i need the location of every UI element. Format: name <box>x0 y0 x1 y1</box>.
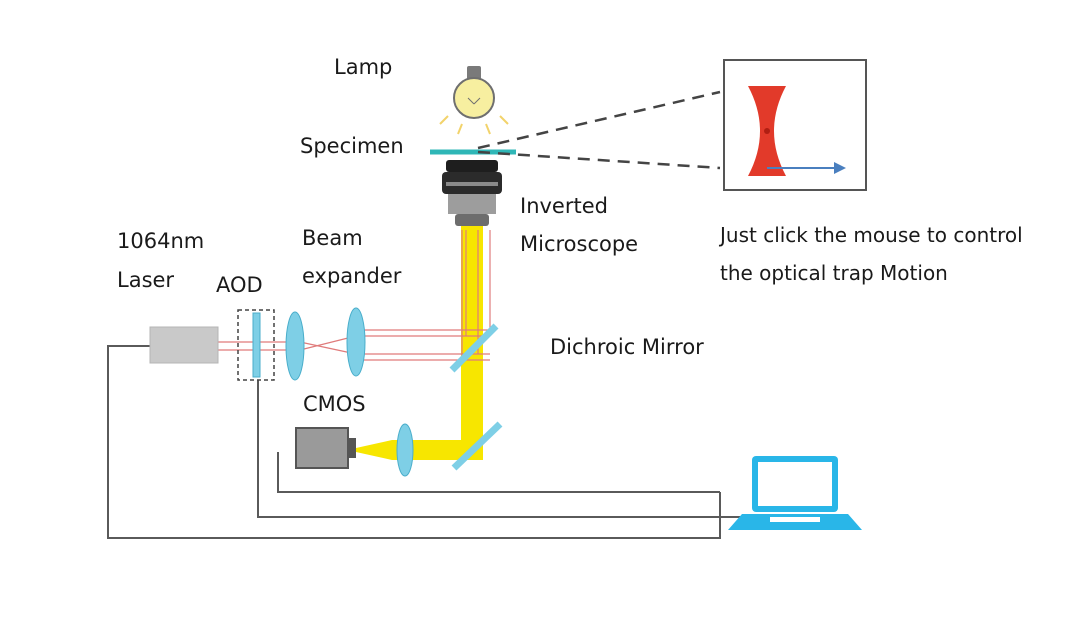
cmos-control-wire <box>277 452 720 493</box>
inverted-microscope-label-line2: Microscope <box>520 232 639 256</box>
beam-expander-label-line1: Beam <box>302 226 363 250</box>
lamp-label: Lamp <box>334 55 393 79</box>
aod-device <box>237 309 275 381</box>
specimen-label: Specimen <box>300 134 404 158</box>
optical-trap-inset <box>723 59 867 191</box>
cmos-camera <box>295 427 356 469</box>
laser-label-line1: 1064nm <box>117 229 205 253</box>
trap-motion-arrow-head <box>834 162 846 174</box>
cmos-label: CMOS <box>303 392 366 416</box>
lamp-bulb-icon <box>439 66 509 135</box>
zoom-lines <box>477 90 721 170</box>
trapped-particle <box>764 128 770 134</box>
aod-label: AOD <box>216 273 263 297</box>
imaging-beam-to-cmos <box>356 440 392 460</box>
laser-control-wire <box>107 345 721 539</box>
control-note-line1: Just click the mouse to control <box>720 223 1023 247</box>
laser-source <box>149 326 219 364</box>
beam-expander-lens-1 <box>285 311 305 381</box>
tube-lens <box>396 423 414 477</box>
beam-expander-lens-2 <box>346 307 366 377</box>
control-note-line2: the optical trap Motion <box>720 261 948 285</box>
beam-expander-label-line2: expander <box>302 264 402 288</box>
imaging-beam-horizontal <box>392 440 483 460</box>
laptop-icon <box>728 456 862 530</box>
dichroic-mirror <box>449 323 499 373</box>
laser-label-line2: Laser <box>117 268 175 292</box>
folding-mirror <box>451 421 503 471</box>
control-wires <box>107 345 790 539</box>
objective-lens <box>442 160 502 226</box>
imaging-beam <box>356 226 483 460</box>
dichroic-mirror-label: Dichroic Mirror <box>550 335 704 359</box>
aod-control-wire <box>257 380 720 518</box>
inverted-microscope-label-line1: Inverted <box>520 194 608 218</box>
